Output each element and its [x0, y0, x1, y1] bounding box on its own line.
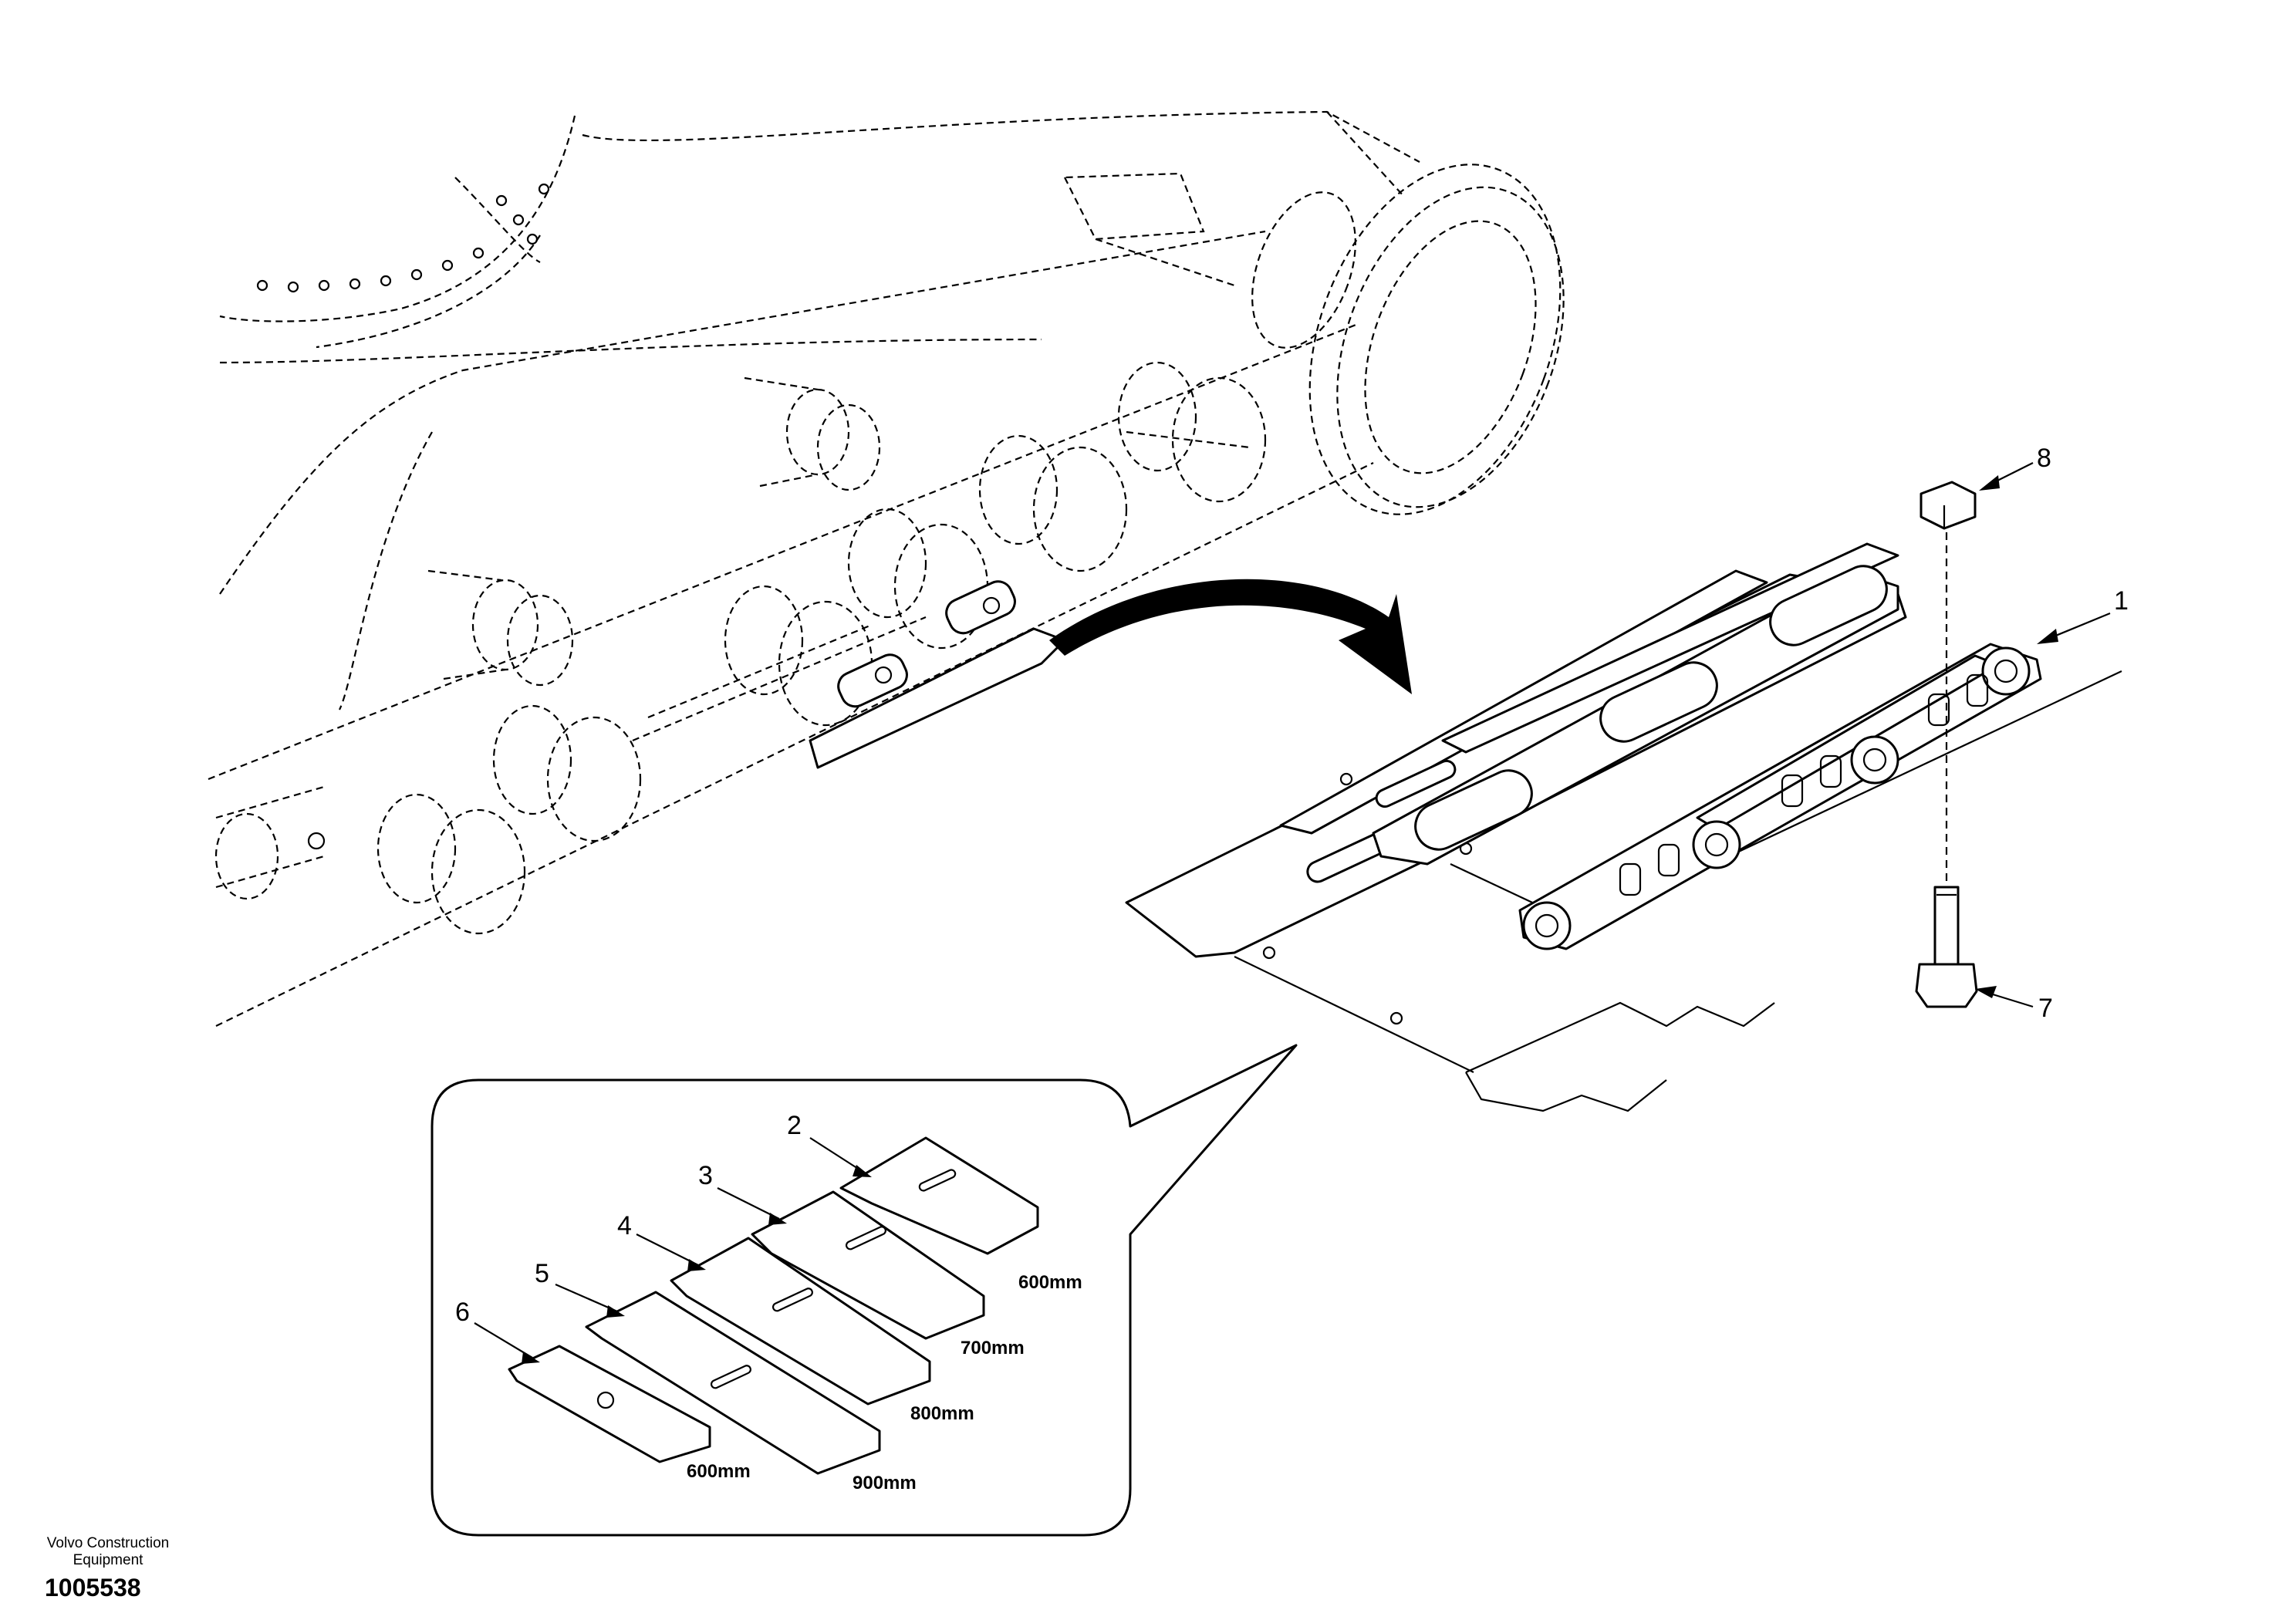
- track-adjuster: [214, 785, 326, 900]
- track-roller-2: [978, 434, 1128, 572]
- turntable-flange: [256, 177, 550, 293]
- shoe-plate-6: [508, 1345, 711, 1463]
- callout-2: 2: [787, 1111, 802, 1140]
- shoe-options-inset: [430, 1044, 1298, 1537]
- track-roller-5: [492, 704, 642, 842]
- shoe-size-label-3: 700mm: [961, 1338, 1025, 1358]
- shoe-plate-5: [585, 1291, 881, 1475]
- shoe-size-label-5: 900mm: [853, 1473, 917, 1493]
- shoe-size-label-2: 600mm: [1018, 1272, 1082, 1293]
- document-number: 1005538: [45, 1574, 141, 1601]
- track-roller-6: [376, 793, 526, 935]
- drive-sprocket: [1251, 164, 1565, 515]
- callout-8: 8: [2037, 444, 2051, 473]
- transition-arrow: [1049, 579, 1412, 694]
- callout-4: 4: [617, 1211, 632, 1240]
- callout-6: 6: [455, 1298, 470, 1327]
- shoe-plate-2: [839, 1136, 1039, 1255]
- track-assembly: [1125, 542, 2122, 1112]
- callout-1: 1: [2114, 586, 2129, 616]
- main-leaders: [1975, 462, 2111, 1008]
- shoe-size-label-6: 600mm: [687, 1461, 751, 1482]
- track-roller-1: [1117, 361, 1267, 503]
- undercarriage-frame-outline: [208, 110, 1420, 1027]
- carrier-roller-2: [427, 569, 574, 687]
- shoe-plate-4: [670, 1237, 931, 1406]
- carrier-roller-1: [744, 376, 881, 491]
- callout-5: 5: [535, 1259, 549, 1288]
- track-section-small: [809, 580, 1066, 769]
- callout-7: 7: [2038, 994, 2053, 1023]
- shoe-nut: [1920, 481, 1977, 530]
- company-name: Volvo Construction Equipment: [46, 1535, 170, 1568]
- inset-leaders: [474, 1137, 872, 1364]
- shoe-size-label-4: 800mm: [910, 1403, 974, 1424]
- shoe-bolt: [1915, 886, 1978, 1008]
- callout-3: 3: [698, 1161, 713, 1190]
